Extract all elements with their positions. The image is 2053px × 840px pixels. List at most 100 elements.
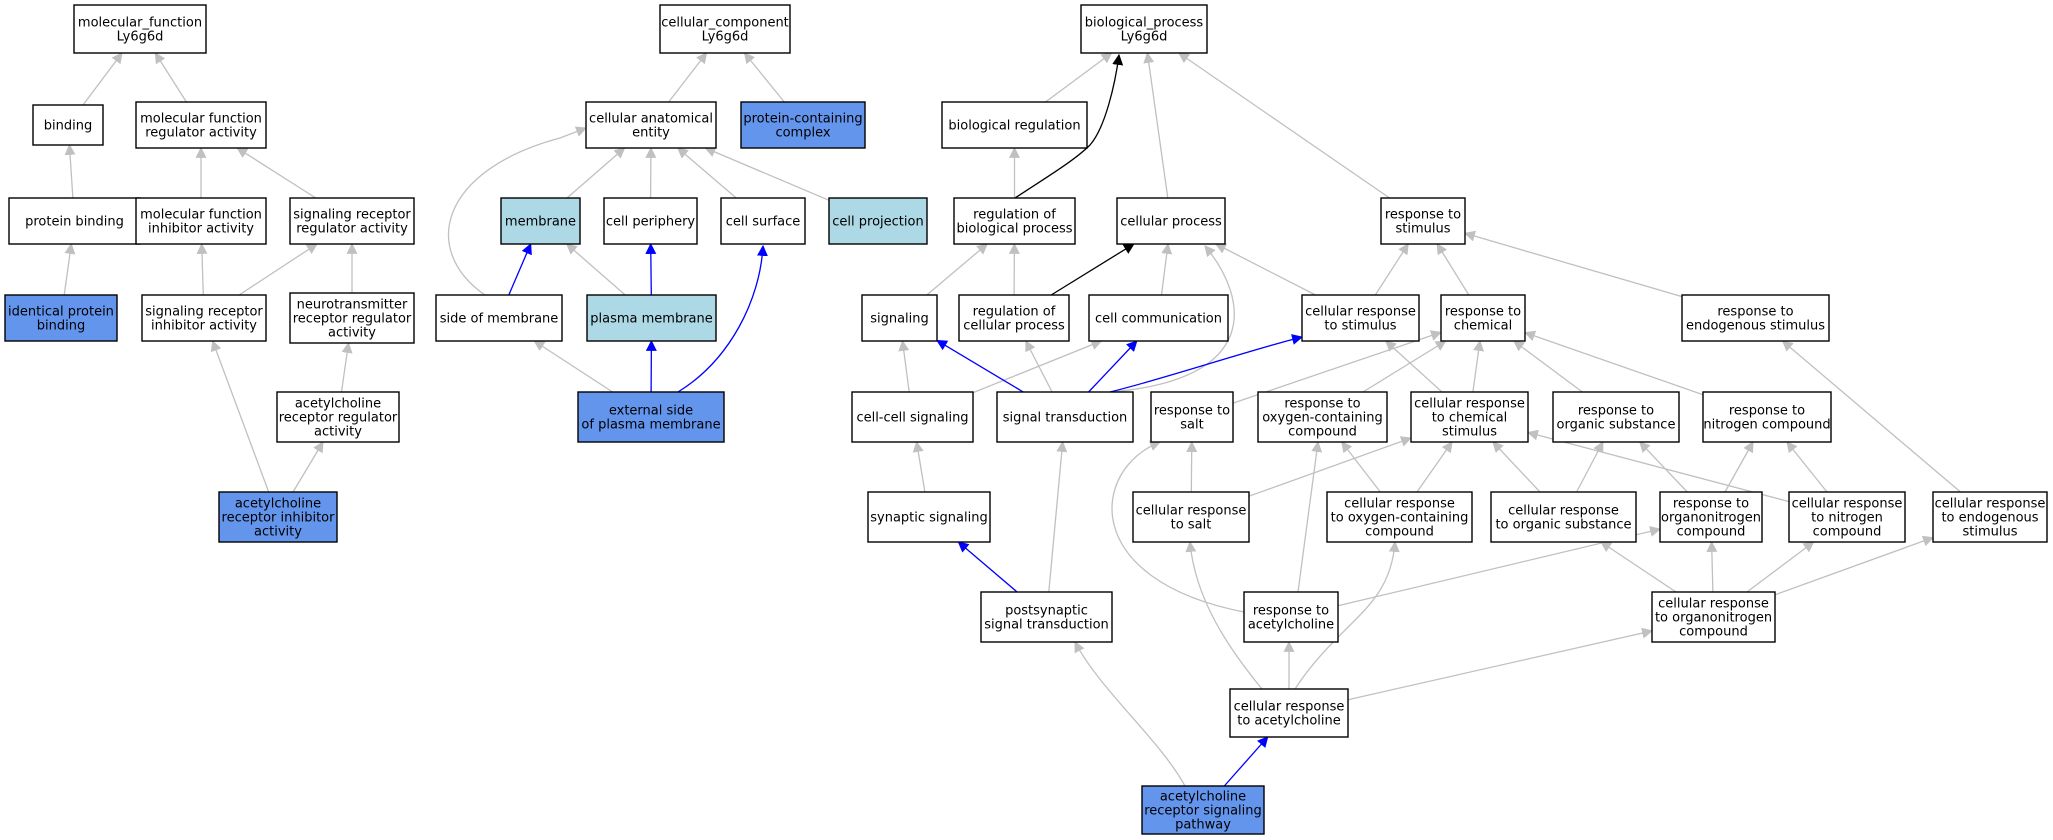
node-box [1490,491,1637,543]
node-box [4,294,118,342]
node-box [1410,391,1529,443]
node-box [1080,4,1208,54]
edge-cproj-to-cae [704,146,830,201]
edge-achpath-to-postsyn [1074,641,1186,787]
edge-sidemem-to-membrane [508,242,532,296]
edge-resporg-to-respchem [1513,340,1583,393]
node-box [941,101,1088,149]
node-box [276,391,400,443]
node-binding[interactable]: binding [32,104,104,146]
node-box [141,294,267,342]
edge-plasmamem-to-cperiph [645,242,657,296]
node-plasmamem[interactable]: plasma membrane [586,294,717,342]
edge-regcp-to-cellproc [1050,243,1135,296]
edge-crendo-to-respendo [1781,340,1961,493]
edge-cron-to-crendo [1774,535,1935,596]
node-label-line: compound [1677,525,1746,540]
node-signaling[interactable]: signaling [861,294,938,342]
edge-crocc-to-respocc [1341,441,1381,493]
node-sigtrans[interactable]: signal transduction [996,391,1134,443]
node-box [996,391,1134,443]
node-label-line: cellular response [1234,700,1345,715]
node-bioreg[interactable]: biological regulation [941,101,1088,149]
edge-postsyn-to-sigtrans [1048,440,1068,593]
node-label-line: cellular response [1508,504,1619,519]
node-label-line: regulator activity [145,126,257,141]
edge-extside-to-sidemem [533,340,613,393]
node-membrane[interactable]: membrane [500,197,581,245]
node-label-line: acetylcholine [1248,618,1334,633]
node-box [8,197,141,245]
node-label-line: entity [632,126,670,141]
edge-cron-to-respon [1706,540,1718,593]
node-cproj[interactable]: cell projection [828,197,928,245]
node-box [1150,391,1234,443]
node-synsig[interactable]: synaptic signaling [867,491,991,543]
node-cellcomm[interactable]: cell communication [1088,294,1229,342]
node-sidemem[interactable]: side of membrane [435,294,563,342]
edge-crorg-to-crchem [1492,441,1541,493]
node-box [1702,391,1832,443]
node-label-line: stimulus [1395,222,1450,237]
node-label-line: cellular response [1344,497,1455,512]
node-label-line: protein-containing [743,112,862,127]
node-label-line: Ly6g6d [1121,30,1168,45]
node-box [435,294,563,342]
edge-respchem-to-respstim [1436,243,1470,296]
node-protbind[interactable]: protein binding [8,197,141,245]
node-label-line: identical protein [8,305,114,320]
node-label-line: plasma membrane [590,312,713,327]
node-cperiph[interactable]: cell periphery [603,197,698,245]
node-label-line: membrane [505,215,576,230]
node-label-line: synaptic signaling [870,511,987,526]
node-label-line: cell periphery [606,215,696,230]
node-box [586,294,717,342]
edge-crach-to-crocc [1294,540,1400,690]
edge-sigtrans-to-regcp [1025,340,1053,393]
node-label-line: cellular response [1935,497,2046,512]
node-box [1380,197,1466,245]
node-box [1243,591,1339,643]
node-cellproc[interactable]: cellular process [1116,197,1226,245]
edge-pcc-to-cc [743,52,785,103]
node-csurf[interactable]: cell surface [720,197,806,245]
node-ccsig[interactable]: cell-cell signaling [851,391,974,443]
edge-achria-to-sria [210,339,270,493]
